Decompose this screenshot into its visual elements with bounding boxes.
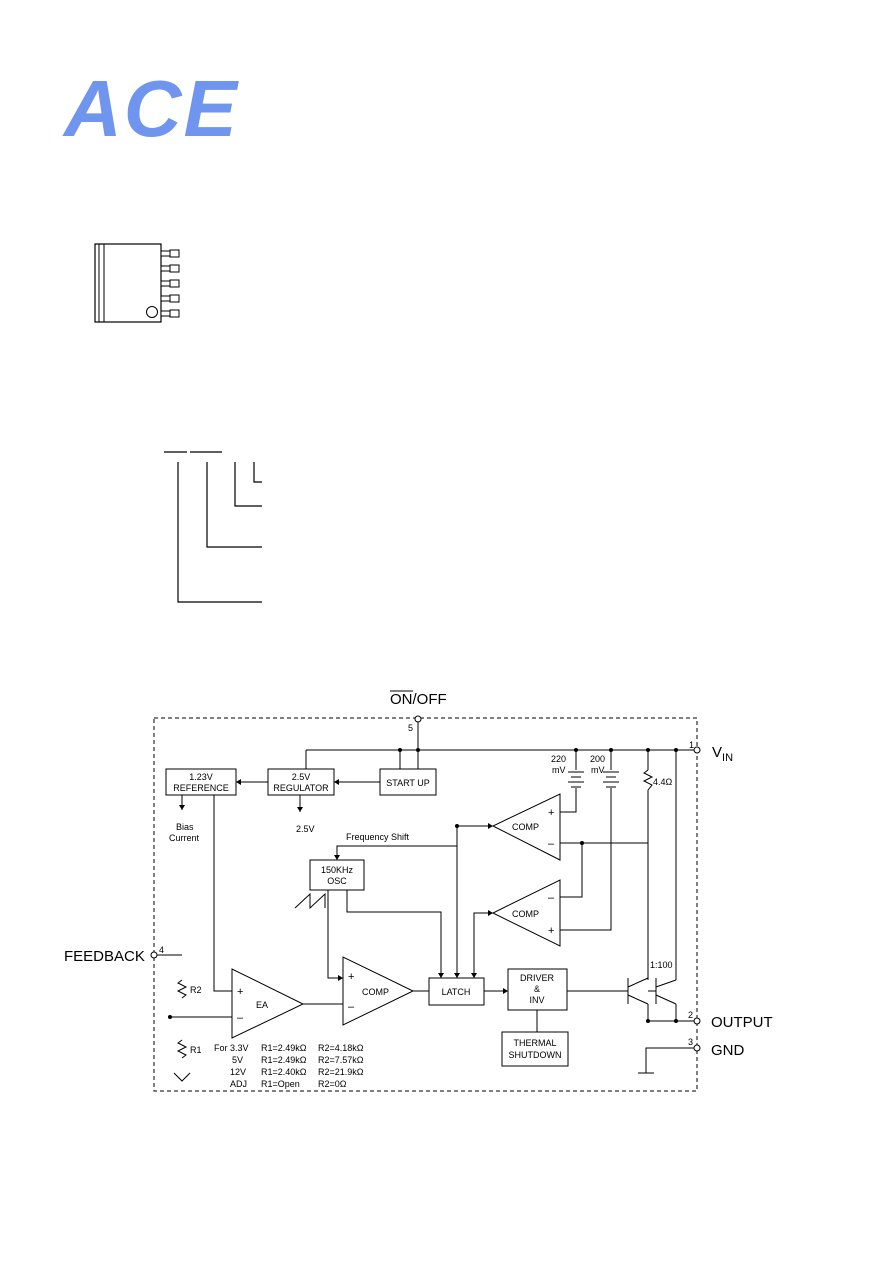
output-pin-number: 2	[688, 1010, 693, 1020]
output-transistors-icon	[627, 977, 677, 1005]
reference-line1: 1.23V	[189, 772, 213, 782]
ratio-label: 1:100	[650, 960, 673, 970]
ic-boundary	[153, 717, 698, 1092]
comp-lower-label: COMP	[512, 909, 539, 919]
comp-lower: COMP – +	[491, 879, 561, 947]
start-up-label: START UP	[386, 778, 430, 788]
ace-logo: ACE	[62, 64, 240, 153]
osc-line2: OSC	[327, 876, 347, 886]
comp-upper-label: COMP	[512, 822, 539, 832]
osc-block: 150KHz OSC	[309, 859, 365, 891]
comp-main-minus: –	[348, 1001, 355, 1013]
resistor-row-1-col-1: R1=2.49kΩ	[261, 1055, 307, 1065]
resistor-r2-icon	[176, 979, 188, 999]
ea-plus: +	[237, 986, 243, 998]
resistor-row-2-col-0: 12V	[230, 1067, 246, 1077]
resistor-row-0-col-2: R2=4.18kΩ	[318, 1043, 364, 1053]
on-off-label: ON/OFF	[390, 691, 447, 708]
vin-label-sub: IN	[722, 752, 733, 764]
thermal-block: THERMAL SHUTDOWN	[501, 1031, 569, 1067]
pin-gnd: 3 GND	[688, 1037, 745, 1059]
comp-upper-plus: +	[548, 807, 554, 819]
resistor-row-0-col-1: R1=2.49kΩ	[261, 1043, 307, 1053]
package-outline-drawing	[94, 243, 180, 323]
regulator-line1: 2.5V	[292, 772, 311, 782]
sawtooth-icon	[294, 892, 326, 910]
resistor-row-3-col-2: R2=0Ω	[318, 1079, 347, 1089]
resistor-row-2-col-2: R2=21.9kΩ	[318, 1067, 364, 1077]
freq-shift-label: Frequency Shift	[346, 832, 410, 842]
osc-line1: 150KHz	[321, 865, 354, 875]
resistor-row-1-col-2: R2=7.57kΩ	[318, 1055, 364, 1065]
v220-line2: mV	[552, 765, 566, 775]
comp-lower-plus: +	[548, 925, 554, 937]
r2-label: R2	[190, 985, 202, 995]
output-label: OUTPUT	[711, 1014, 773, 1031]
comp-upper-minus: –	[548, 838, 555, 850]
driver-line3: INV	[529, 995, 544, 1005]
r44-label: 4.4Ω	[653, 777, 673, 787]
battery-220mv-icon	[568, 771, 584, 788]
ea-label: EA	[256, 1000, 268, 1010]
comp-main-plus: +	[348, 971, 354, 983]
start-up-block: START UP	[379, 768, 437, 796]
latch-label: LATCH	[442, 987, 471, 997]
bias-current-line1: Bias	[176, 822, 194, 832]
resistor-4-4-icon	[642, 769, 654, 791]
thermal-line2: SHUTDOWN	[509, 1050, 562, 1060]
reference-block: 1.23V REFERENCE	[165, 768, 237, 796]
driver-line2: &	[534, 984, 540, 994]
comp-lower-minus: –	[548, 892, 555, 904]
on-off-pin-number: 5	[408, 723, 413, 733]
latch-block: LATCH	[428, 977, 485, 1006]
ordering-info-tree	[164, 451, 262, 603]
resistor-r1-icon	[176, 1039, 188, 1059]
driver-block: DRIVER & INV	[507, 968, 568, 1011]
svg-text:VIN: VIN	[712, 744, 733, 764]
gnd-label: GND	[711, 1042, 745, 1059]
r1-label: R1	[190, 1045, 202, 1055]
resistor-row-3-col-0: ADJ	[230, 1079, 247, 1089]
thermal-line1: THERMAL	[513, 1038, 556, 1048]
comp-main-label: COMP	[362, 987, 389, 997]
resistor-row-0-col-0: For 3.3V	[214, 1043, 249, 1053]
battery-200mv-icon	[603, 771, 619, 788]
gnd-pin-number: 3	[688, 1037, 693, 1047]
ea-minus: –	[237, 1012, 244, 1024]
vin-pin-number: 1	[689, 740, 694, 750]
pin1-marker	[146, 306, 158, 318]
v200-line2: mV	[591, 765, 605, 775]
resistor-row-1-col-0: 5V	[232, 1055, 243, 1065]
ground-arrow-icon	[173, 1072, 191, 1082]
regulator-line2: REGULATOR	[273, 783, 329, 793]
comp-main: COMP + –	[342, 956, 415, 1026]
driver-line1: DRIVER	[520, 973, 555, 983]
v220-line1: 220	[551, 754, 566, 764]
resistor-table: For 3.3V R1=2.49kΩ R2=4.18kΩ 5V R1=2.49k…	[214, 1043, 364, 1089]
vin-label: V	[712, 744, 722, 761]
pin-vin: 1 VIN	[689, 740, 733, 764]
resistor-row-3-col-1: R1=Open	[261, 1079, 300, 1089]
error-amplifier: EA + –	[231, 968, 305, 1039]
pin-output: 2 OUTPUT	[688, 1010, 773, 1031]
logo-text: ACE	[62, 64, 240, 153]
v25-label: 2.5V	[296, 824, 315, 834]
comp-upper: COMP + –	[491, 793, 561, 861]
reference-line2: REFERENCE	[173, 783, 229, 793]
resistor-row-2-col-1: R1=2.40kΩ	[261, 1067, 307, 1077]
bias-current-line2: Current	[169, 833, 200, 843]
feedback-label: FEEDBACK	[64, 948, 145, 965]
v200-line1: 200	[590, 754, 605, 764]
regulator-block: 2.5V REGULATOR	[267, 768, 335, 796]
feedback-pin-number: 4	[159, 945, 164, 955]
pin-feedback: 4 FEEDBACK	[64, 945, 164, 965]
